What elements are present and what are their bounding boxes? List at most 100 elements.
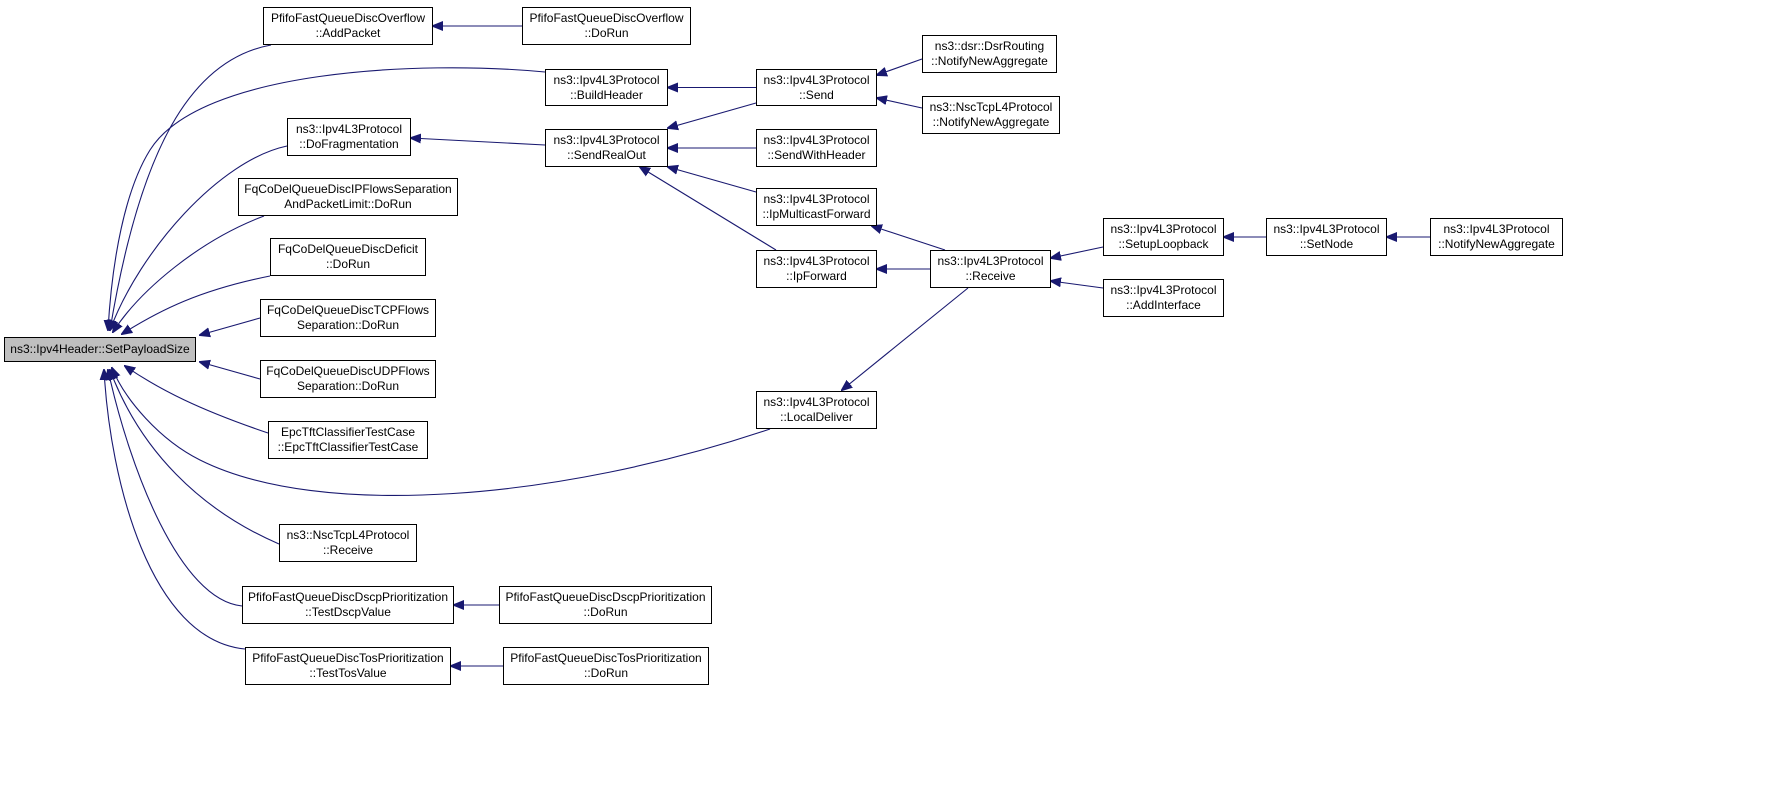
- node-label-line: ns3::Ipv4L3Protocol: [1110, 283, 1217, 297]
- call-edge-build_header-to-root: [108, 67, 546, 330]
- caller-node-set-node[interactable]: ns3::Ipv4L3Protocol::SetNode: [1266, 218, 1387, 256]
- call-edge-local_deliver-to-root: [112, 368, 771, 497]
- node-label-line: ns3::Ipv4L3Protocol: [553, 133, 660, 147]
- call-edge-fq_ip_flows-to-root: [113, 215, 265, 332]
- node-label-line: Separation::DoRun: [296, 379, 400, 393]
- caller-node-dscp-run[interactable]: PfifoFastQueueDiscDscpPrioritization::Do…: [499, 586, 712, 624]
- call-edge-nsc_notify-to-send: [877, 98, 923, 109]
- node-label-line: ::SendWithHeader: [767, 148, 866, 162]
- node-label-line: ::AddPacket: [315, 26, 381, 40]
- node-label-line: FqCoDelQueueDiscDeficit: [277, 242, 419, 256]
- node-label-line: ::SetupLoopback: [1118, 237, 1209, 251]
- call-edge-dsr_notify-to-send: [877, 58, 923, 75]
- caller-node-nsc-receive[interactable]: ns3::NscTcpL4Protocol::Receive: [279, 524, 417, 562]
- call-edge-tos_test-to-root: [104, 370, 246, 650]
- node-label-line: ns3::Ipv4Header::SetPayloadSize: [10, 342, 190, 356]
- node-label-line: ::DoRun: [583, 666, 629, 680]
- caller-node-send-real-out[interactable]: ns3::Ipv4L3Protocol::SendRealOut: [545, 129, 668, 167]
- caller-node-pfifo-overflow-add[interactable]: PfifoFastQueueDiscOverflow::AddPacket: [263, 7, 433, 45]
- node-label-line: ::DoFragmentation: [299, 137, 399, 151]
- node-label-line: ::Receive: [965, 269, 1016, 283]
- node-label-line: AndPacketLimit::DoRun: [284, 197, 412, 211]
- node-label-line: PfifoFastQueueDiscDscpPrioritization: [505, 590, 706, 604]
- caller-node-send[interactable]: ns3::Ipv4L3Protocol::Send: [756, 69, 877, 106]
- call-edge-setup_loopback-to-receive: [1051, 246, 1104, 258]
- node-label-line: PfifoFastQueueDiscOverflow: [529, 11, 684, 25]
- node-label-line: ns3::NscTcpL4Protocol: [286, 528, 410, 542]
- node-label-line: ::DoRun: [325, 257, 371, 271]
- node-label-line: ns3::Ipv4L3Protocol: [937, 254, 1044, 268]
- caller-node-ip-forward[interactable]: ns3::Ipv4L3Protocol::IpForward: [756, 250, 877, 288]
- node-label-line: ::NotifyNewAggregate: [932, 115, 1050, 129]
- node-label-line: PfifoFastQueueDiscTosPrioritization: [252, 651, 444, 665]
- call-edge-send_real_out-to-do_frag: [411, 138, 546, 146]
- caller-node-dsr-notify[interactable]: ns3::dsr::DsrRouting::NotifyNewAggregate: [922, 35, 1057, 73]
- node-label-line: PfifoFastQueueDiscOverflow: [270, 11, 426, 25]
- caller-node-ipv4-notify[interactable]: ns3::Ipv4L3Protocol::NotifyNewAggregate: [1430, 218, 1563, 256]
- node-label-line: ::TestTosValue: [309, 666, 387, 680]
- node-label-line: ns3::Ipv4L3Protocol: [763, 192, 870, 206]
- caller-node-tos-test[interactable]: PfifoFastQueueDiscTosPrioritization::Tes…: [245, 647, 451, 685]
- caller-node-build-header[interactable]: ns3::Ipv4L3Protocol::BuildHeader: [545, 69, 668, 106]
- node-label-line: ns3::NscTcpL4Protocol: [929, 100, 1053, 114]
- node-label-line: ::BuildHeader: [570, 87, 643, 102]
- node-label-line: ns3::Ipv4L3Protocol: [1443, 222, 1550, 236]
- call-edge-fq_udp-to-root: [200, 362, 261, 380]
- caller-node-receive[interactable]: ns3::Ipv4L3Protocol::Receive: [930, 250, 1051, 288]
- node-label-line: FqCoDelQueueDiscUDPFlows: [266, 364, 430, 378]
- node-label-line: ns3::Ipv4L3Protocol: [1110, 222, 1217, 236]
- node-label-line: ns3::Ipv4L3Protocol: [763, 72, 870, 87]
- node-label-line: ::EpcTftClassifierTestCase: [277, 440, 419, 454]
- caller-node-tos-run[interactable]: PfifoFastQueueDiscTosPrioritization::DoR…: [503, 647, 709, 685]
- call-edge-fq_tcp-to-root: [200, 317, 261, 335]
- caller-node-fq-deficit[interactable]: FqCoDelQueueDiscDeficit::DoRun: [270, 238, 426, 276]
- node-label-line: EpcTftClassifierTestCase: [280, 425, 416, 439]
- node-label-line: ns3::Ipv4L3Protocol: [553, 72, 660, 87]
- node-label-line: ns3::Ipv4L3Protocol: [763, 395, 870, 409]
- node-label-line: ns3::Ipv4L3Protocol: [295, 122, 403, 136]
- node-label-line: ::AddInterface: [1126, 298, 1201, 312]
- caller-node-pfifo-overflow-run[interactable]: PfifoFastQueueDiscOverflow::DoRun: [522, 7, 691, 45]
- call-edge-receive-to-local_deliver: [842, 287, 969, 390]
- caller-node-setup-loopback[interactable]: ns3::Ipv4L3Protocol::SetupLoopback: [1103, 218, 1224, 256]
- node-label-line: ns3::Ipv4L3Protocol: [763, 133, 870, 147]
- call-edge-send-to-send_real_out: [668, 102, 757, 128]
- node-label-line: ns3::Ipv4L3Protocol: [763, 254, 870, 268]
- caller-node-nsc-notify[interactable]: ns3::NscTcpL4Protocol::NotifyNewAggregat…: [922, 96, 1060, 134]
- node-label-line: ::Receive: [322, 543, 374, 557]
- call-edge-fq_deficit-to-root: [122, 275, 271, 334]
- node-label-line: ::IpMulticastForward: [762, 207, 871, 221]
- caller-node-send-with-header[interactable]: ns3::Ipv4L3Protocol::SendWithHeader: [756, 129, 877, 167]
- caller-node-local-deliver[interactable]: ns3::Ipv4L3Protocol::LocalDeliver: [756, 391, 877, 429]
- node-label-line: ::LocalDeliver: [780, 410, 853, 424]
- node-label-line: PfifoFastQueueDiscDscpPrioritization: [247, 590, 449, 604]
- caller-node-add-interface[interactable]: ns3::Ipv4L3Protocol::AddInterface: [1103, 279, 1224, 317]
- caller-node-dscp-test[interactable]: PfifoFastQueueDiscDscpPrioritization::Te…: [242, 586, 454, 624]
- call-edge-do_frag-to-root: [110, 145, 288, 330]
- call-edge-pfifo_overflow_add-to-root: [110, 44, 272, 330]
- node-label-line: ::NotifyNewAggregate: [931, 54, 1048, 68]
- call-edge-nsc_receive-to-root: [110, 370, 280, 545]
- node-label-line: ::TestDscpValue: [305, 605, 391, 619]
- node-label-line: ::Send: [799, 87, 834, 102]
- node-label-line: FqCoDelQueueDiscTCPFlows: [266, 303, 430, 317]
- call-edge-dscp_test-to-root: [108, 370, 243, 607]
- caller-node-ip-mcast-fwd[interactable]: ns3::Ipv4L3Protocol::IpMulticastForward: [756, 188, 877, 226]
- caller-node-do-frag[interactable]: ns3::Ipv4L3Protocol::DoFragmentation: [287, 118, 411, 156]
- call-edge-ip_forward-to-send_real_out: [640, 167, 777, 251]
- root-function-node: ns3::Ipv4Header::SetPayloadSize: [4, 337, 196, 362]
- node-label-line: ns3::dsr::DsrRouting: [934, 39, 1045, 53]
- node-label-line: ns3::Ipv4L3Protocol: [1273, 222, 1380, 236]
- caller-node-epc-tft[interactable]: EpcTftClassifierTestCase::EpcTftClassifi…: [268, 421, 428, 459]
- node-label-line: ::NotifyNewAggregate: [1438, 237, 1555, 251]
- node-label-line: Separation::DoRun: [296, 318, 400, 332]
- call-edge-epc_tft-to-root: [125, 366, 269, 434]
- node-label-line: ::SetNode: [1299, 237, 1354, 251]
- node-label-line: PfifoFastQueueDiscTosPrioritization: [510, 651, 702, 665]
- node-label-line: ::SendRealOut: [567, 148, 646, 162]
